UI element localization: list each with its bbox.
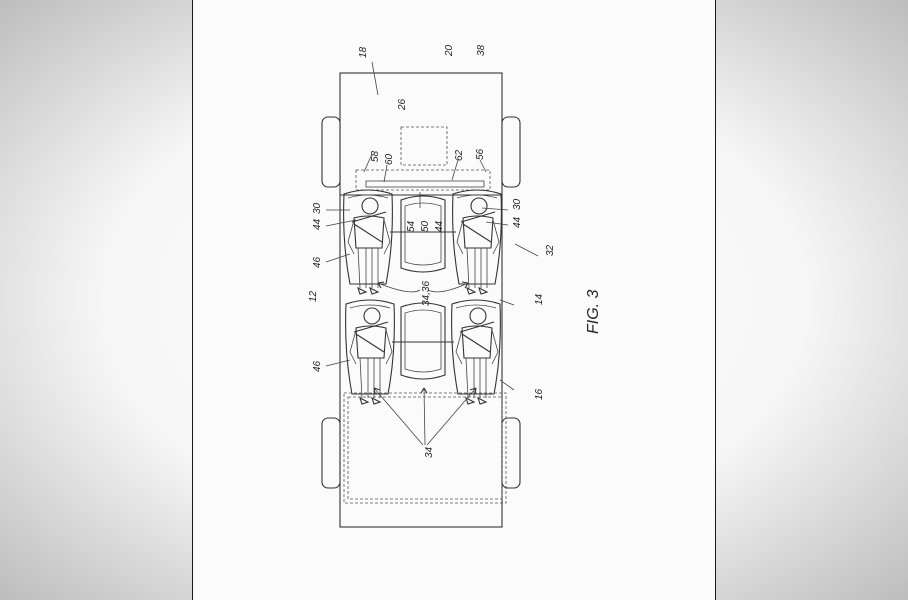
- rear-center-seat: [400, 302, 446, 380]
- label-56: 56: [475, 148, 486, 160]
- wheel-front-left: [321, 116, 341, 188]
- label-44-center: 44: [434, 220, 445, 232]
- label-62: 62: [454, 149, 465, 161]
- label-46-front: 46: [312, 256, 323, 268]
- label-32: 32: [545, 244, 556, 256]
- label-58: 58: [370, 150, 381, 162]
- front-left-occupant: [343, 189, 393, 295]
- label-16: 16: [534, 388, 545, 400]
- label-34: 34: [424, 446, 435, 458]
- label-44-left: 44: [312, 218, 323, 230]
- label-20: 20: [444, 44, 455, 57]
- label-30-right: 30: [512, 198, 523, 210]
- label-30-left: 30: [312, 202, 323, 214]
- wheel-rear-right: [501, 417, 521, 489]
- label-26: 26: [397, 98, 408, 111]
- front-right-occupant: [452, 189, 502, 295]
- vehicle-body: [339, 72, 503, 528]
- rear-left-occupant: [345, 299, 395, 405]
- label-18: 18: [358, 46, 369, 58]
- wheel-front-right: [501, 116, 521, 188]
- component-26: [400, 126, 448, 166]
- label-38: 38: [476, 44, 487, 56]
- label-46-rear: 46: [312, 360, 323, 372]
- label-34-36: 34,36: [421, 281, 432, 306]
- label-14: 14: [534, 293, 545, 305]
- figure-title: FIG. 3: [585, 289, 602, 334]
- label-50: 50: [420, 220, 431, 232]
- wheel-rear-left: [321, 417, 341, 489]
- label-60: 60: [384, 153, 395, 165]
- label-12: 12: [308, 290, 319, 302]
- front-center-seat: [400, 195, 446, 273]
- cargo-area: [343, 392, 507, 504]
- label-44-right: 44: [512, 216, 523, 228]
- partition-60: [365, 180, 485, 188]
- label-54: 54: [406, 220, 417, 232]
- patent-sheet: [192, 0, 716, 600]
